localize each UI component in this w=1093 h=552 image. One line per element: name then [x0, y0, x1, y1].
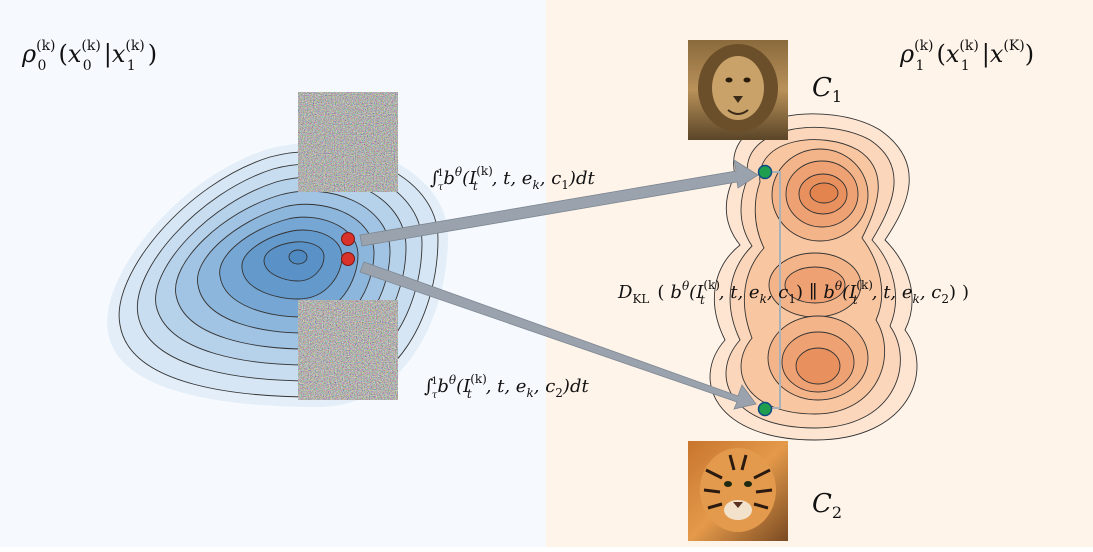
source-point-1	[341, 232, 355, 246]
flow-arrow-bottom	[359, 261, 757, 410]
lion-photo-icon	[688, 40, 788, 140]
noise-image-icon	[298, 92, 398, 192]
target-point-c1	[757, 164, 773, 180]
source-density-label: ρ(k)0(x(k)0|x(k)1)	[21, 38, 157, 74]
flow-arrow-top	[359, 159, 759, 247]
noise-image-icon	[298, 300, 398, 400]
class-label-c2: C2	[812, 489, 842, 522]
source-density-contours	[107, 142, 449, 407]
target-density-label: ρ(k)1(x(k)1|x(K))	[899, 38, 1034, 74]
tiger-photo-icon	[688, 441, 788, 541]
target-density-contours	[709, 113, 918, 441]
class-label-c1: C1	[812, 73, 842, 106]
source-point-2	[341, 252, 355, 266]
kl-divergence-label: DKL(bθ(I(k)t, t, ek, c1)∥bθ(I(k)t, t, ek…	[617, 278, 969, 307]
target-point-c2	[757, 401, 773, 417]
